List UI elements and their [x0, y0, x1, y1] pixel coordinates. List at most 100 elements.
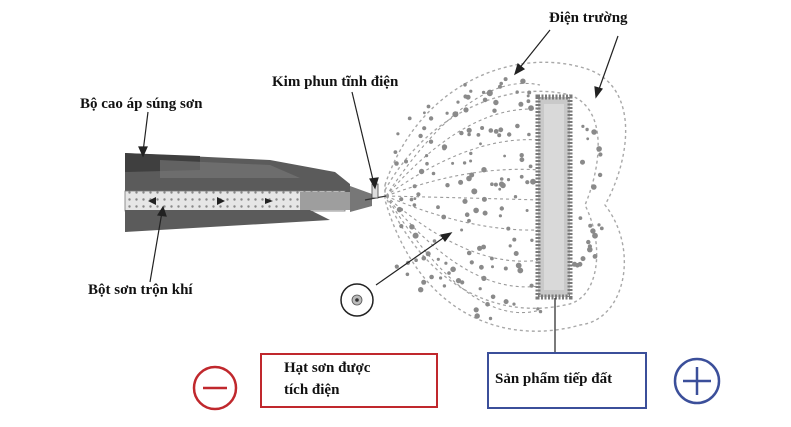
- paint-particle: [450, 266, 456, 273]
- paint-particle: [441, 214, 447, 220]
- spray-gun: [124, 153, 387, 232]
- paint-particle: [526, 99, 531, 104]
- paint-particle: [493, 129, 499, 134]
- paint-particle: [515, 90, 519, 94]
- paint-particle: [598, 152, 603, 157]
- high-voltage-label: Bộ cao áp súng sơn: [80, 96, 203, 112]
- paint-particle: [587, 246, 593, 253]
- paint-particle: [442, 146, 447, 151]
- paint-particle: [442, 284, 447, 288]
- field-line: [385, 139, 541, 197]
- paint-particle: [513, 195, 518, 199]
- paint-particle: [481, 244, 486, 250]
- paint-particle: [528, 105, 534, 111]
- paint-particle: [399, 224, 404, 229]
- paint-particle: [585, 127, 589, 132]
- paint-particle: [497, 133, 502, 138]
- paint-particle: [394, 161, 399, 166]
- paint-particle: [482, 97, 488, 103]
- field-line: [385, 82, 541, 197]
- paint-particle: [473, 307, 479, 313]
- paint-particle: [474, 313, 480, 319]
- paint-particle: [460, 228, 464, 232]
- paint-particle: [399, 207, 404, 212]
- paint-particle: [466, 250, 472, 256]
- field-line: [385, 195, 541, 314]
- paint-particle: [393, 150, 398, 155]
- needle-label: Kim phun tĩnh điện: [272, 74, 399, 90]
- paint-particle: [490, 182, 494, 186]
- grounded-product-box: Sản phẩm tiếp đất: [487, 352, 647, 409]
- paint-particle: [526, 94, 530, 98]
- paint-particle: [396, 132, 400, 136]
- field-lines: [385, 82, 546, 314]
- paint-particle: [456, 100, 460, 104]
- paint-particle: [471, 188, 478, 195]
- paint-particle: [488, 128, 494, 133]
- paint-particle: [425, 161, 429, 166]
- paint-particle: [506, 226, 511, 231]
- paint-particle: [597, 223, 601, 227]
- paint-particle: [405, 272, 410, 277]
- paint-particle: [469, 89, 473, 93]
- paint-particle: [503, 77, 508, 82]
- paint-particle: [436, 257, 440, 261]
- field-line: [385, 195, 546, 288]
- paint-particle: [499, 177, 504, 181]
- paint-particle: [503, 299, 509, 305]
- paint-particle: [528, 164, 533, 169]
- grounded-product-label: Sản phẩm tiếp đất: [495, 371, 613, 387]
- paint-particle: [445, 111, 449, 115]
- paint-particle: [464, 212, 470, 217]
- paint-particle: [490, 256, 494, 261]
- paint-particle: [428, 116, 434, 121]
- paint-particle: [414, 258, 418, 263]
- paint-particle: [465, 94, 471, 100]
- paint-particle: [590, 228, 596, 234]
- paint-particle: [460, 280, 465, 285]
- paint-particle: [581, 124, 585, 128]
- paint-particle: [462, 198, 468, 204]
- paint-particle: [467, 218, 471, 223]
- plus-sign-icon: [673, 357, 721, 405]
- paint-particle: [580, 256, 586, 262]
- paint-particle: [418, 133, 423, 139]
- field-line: [385, 195, 541, 262]
- paint-particle: [527, 132, 531, 137]
- paint-particle: [466, 127, 472, 133]
- paint-particle: [498, 127, 504, 133]
- leader-lines: [138, 29, 619, 352]
- paint-particle: [520, 78, 526, 84]
- paint-particle: [481, 167, 487, 173]
- field-line: [385, 108, 546, 197]
- paint-particle: [412, 232, 419, 239]
- paint-particle: [425, 154, 429, 158]
- paint-particle: [538, 309, 543, 314]
- paint-particle: [413, 197, 417, 201]
- paint-particle: [431, 171, 436, 176]
- paint-particle: [507, 132, 512, 137]
- paint-particle: [518, 101, 524, 107]
- paint-particle: [525, 180, 530, 185]
- paint-particle: [591, 184, 597, 190]
- paint-particle: [469, 151, 473, 156]
- paint-particle: [515, 262, 522, 269]
- paint-particle: [506, 178, 511, 182]
- paint-particles: [393, 77, 604, 321]
- paint-particle: [592, 232, 598, 239]
- field-envelope: [384, 61, 627, 332]
- paint-particle: [482, 210, 488, 216]
- paint-particle: [503, 154, 506, 158]
- paint-particle: [525, 209, 529, 212]
- paint-particle: [429, 274, 434, 280]
- paint-particle: [426, 104, 431, 109]
- paint-particle: [452, 111, 459, 118]
- paint-particle: [515, 123, 520, 129]
- paint-particle: [444, 261, 448, 265]
- paint-particle: [572, 261, 578, 267]
- paint-particle: [500, 182, 506, 189]
- paint-particle: [498, 214, 502, 218]
- paint-particle: [478, 287, 482, 291]
- paint-particle: [477, 245, 483, 251]
